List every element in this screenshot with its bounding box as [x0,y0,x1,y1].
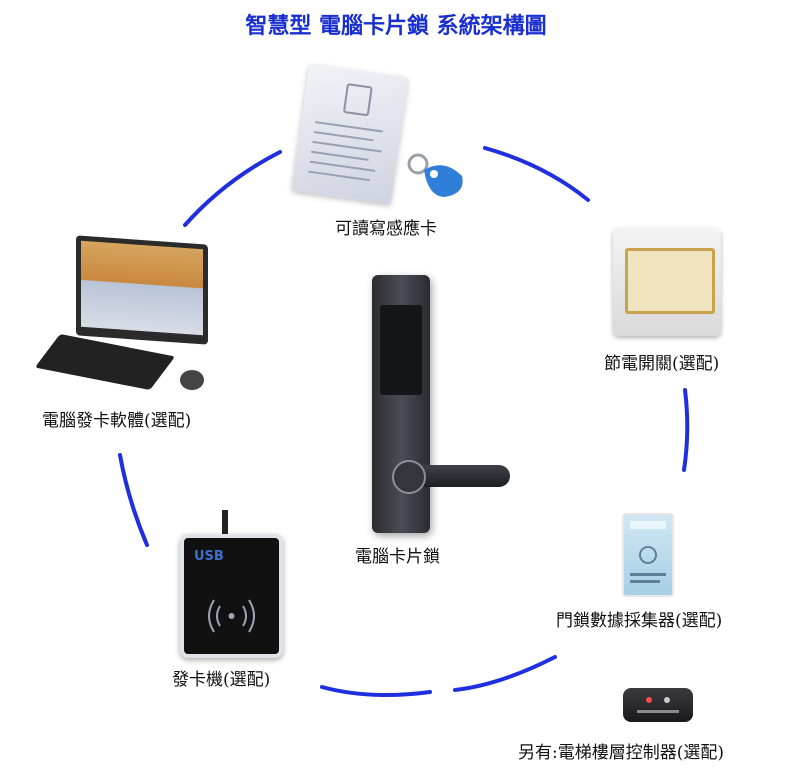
arc-card-to-software [183,150,282,227]
key-fob-icon [407,153,463,197]
lock-label: 電腦卡片鎖 [355,547,440,567]
software-label: 電腦發卡軟體(選配) [42,411,192,431]
arc-encoder-to-software [118,453,149,547]
page-title: 智慧型 電腦卡片鎖 系統架構圖 [245,14,547,39]
power-switch-label: 節電開關(選配) [604,354,720,374]
keycard-icon [291,63,409,205]
arc-power-to-collector [682,388,690,472]
data-collector-icon [622,513,674,597]
card-encoder-icon: USB [180,534,283,658]
svg-text:USB: USB [194,549,224,564]
card-label: 可讀寫感應卡 [335,219,437,239]
arc-collector-to-elevator [453,655,557,692]
arc-elevator-to-encoder [320,685,432,698]
encoder-label: 發卡機(選配) [172,670,271,690]
arc-card-to-power [483,146,590,202]
elevator-controller-icon [623,688,693,722]
elevator-label: 另有:電梯樓層控制器(選配) [518,743,724,763]
usb-cable [222,510,228,538]
energy-saving-switch-icon [613,228,721,336]
collector-label: 門鎖數據採集器(選配) [556,611,723,631]
